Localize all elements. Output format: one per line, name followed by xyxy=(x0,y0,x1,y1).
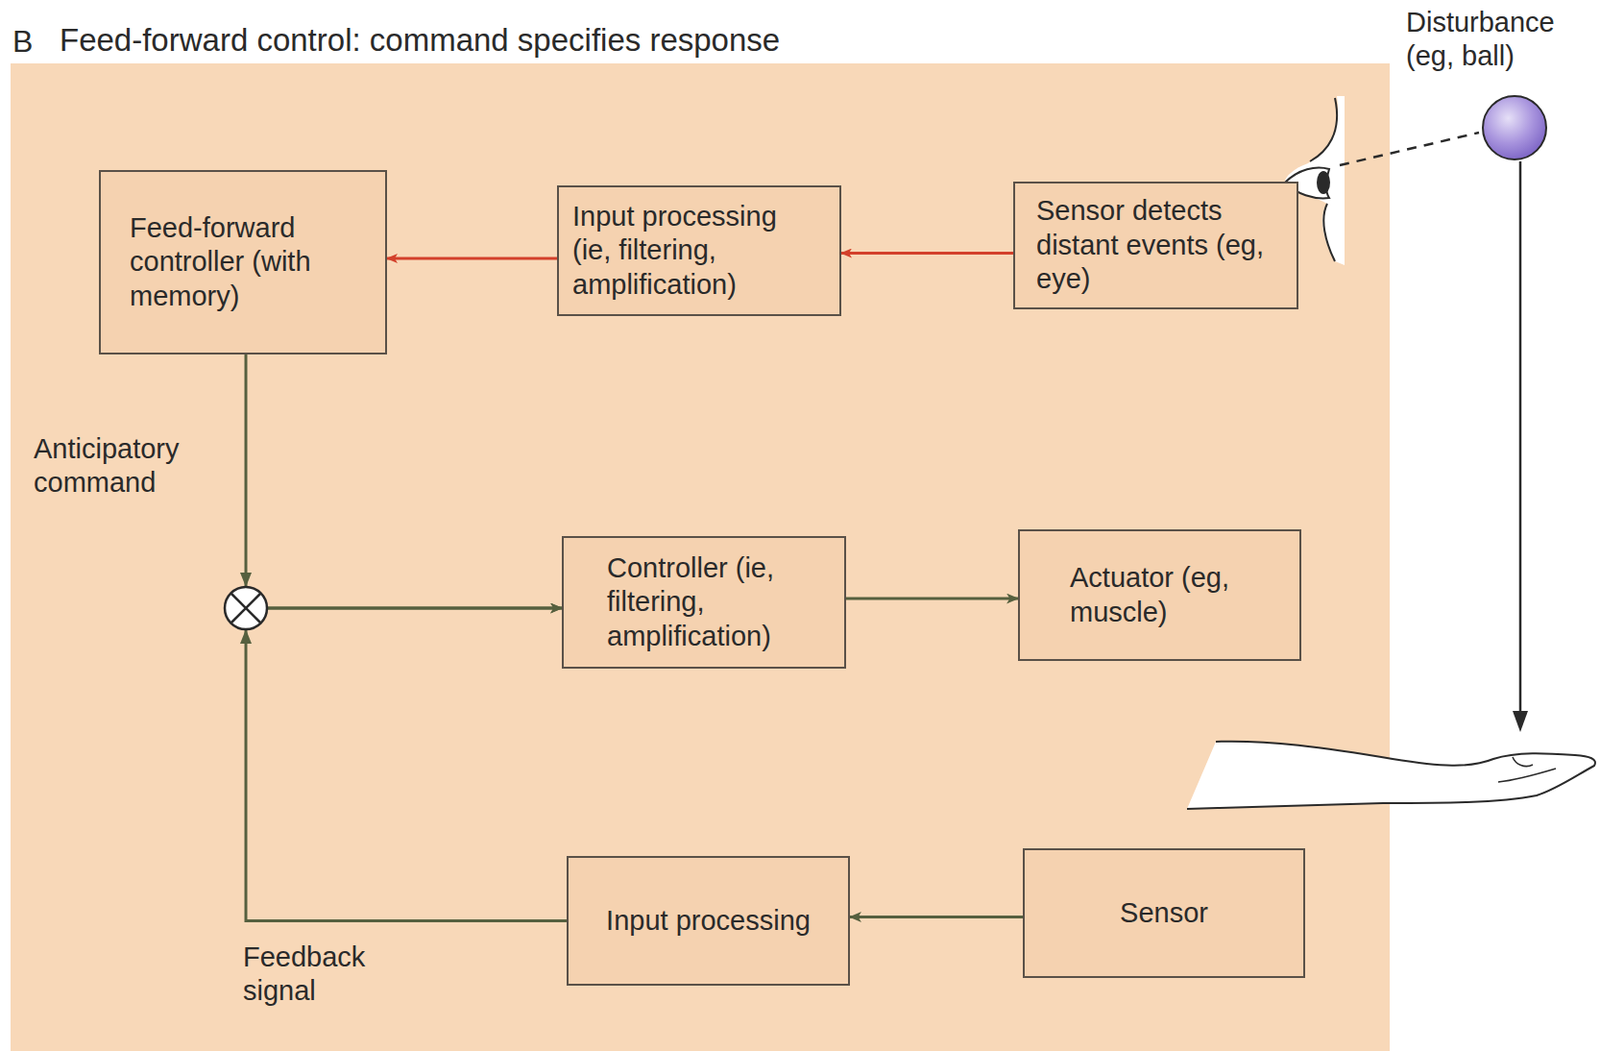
trajectory-arrowhead xyxy=(1512,710,1528,732)
sight-line xyxy=(1339,132,1479,166)
processing-box: Input processing xyxy=(566,855,850,986)
panel-letter: B xyxy=(12,23,33,61)
junction-arrowhead xyxy=(240,572,252,587)
ball xyxy=(1482,96,1547,160)
box-text: Sensor xyxy=(1036,896,1292,930)
controller-box: Feed-forward controller (with memory) xyxy=(98,169,388,355)
hand-illustration xyxy=(1187,741,1596,809)
junction-arrowhead xyxy=(240,629,252,644)
actuator-box: Actuator (eg, muscle) xyxy=(1018,529,1302,661)
connector-arrow xyxy=(846,597,1019,601)
signal-label: Feedback signal xyxy=(242,940,436,1009)
box-text: Input processing (ie, filtering, amplifi… xyxy=(572,199,817,302)
processing-box: Input processing (ie, filtering, amplifi… xyxy=(557,185,842,316)
ball-trajectory xyxy=(1519,161,1523,716)
diagram-title: Feed-forward control: command specifies … xyxy=(59,21,780,60)
connector-arrow xyxy=(387,257,558,261)
sensor-box: Sensor detects distant events (eg, eye) xyxy=(1013,181,1299,310)
connector-arrow xyxy=(841,251,1014,255)
box-text: Actuator (eg, muscle) xyxy=(1069,560,1250,630)
sensor-box: Sensor xyxy=(1022,848,1306,978)
connector-arrow xyxy=(849,915,1023,919)
box-text: Sensor detects distant events (eg, eye) xyxy=(1036,193,1278,296)
disturbance-label: Disturbance (eg, ball) xyxy=(1406,5,1595,74)
box-text: Feed-forward controller (with memory) xyxy=(129,211,347,314)
box-text: Controller (ie, filtering, amplification… xyxy=(606,551,825,654)
box-text: Input processing xyxy=(580,903,837,938)
controller-box: Controller (ie, filtering, amplification… xyxy=(561,535,847,669)
summing-junction xyxy=(224,586,267,630)
connector-arrow xyxy=(245,607,567,922)
connector-arrow xyxy=(245,354,562,608)
signal-label: Anticipatory command xyxy=(33,432,226,501)
